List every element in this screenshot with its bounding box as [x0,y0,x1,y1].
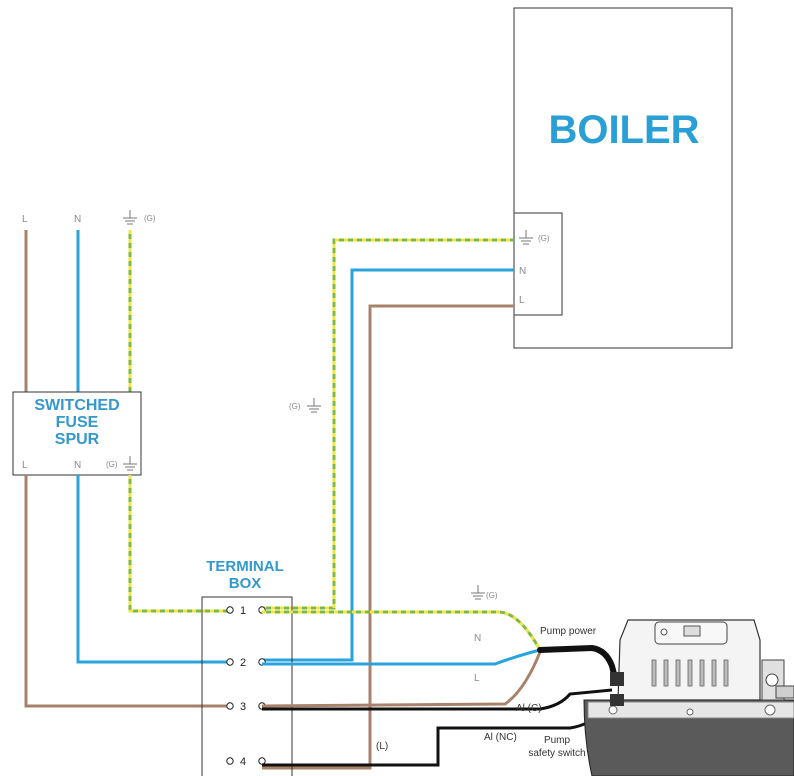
al-nc-label: Al (NC) [484,732,517,743]
mid-earth-icon [307,398,321,413]
safety-switch-label-1: Pump [544,735,571,746]
fuse-spur-box [12,391,142,476]
boiler-neutral-wire [262,268,514,662]
mid-earth-label: (G) [289,402,301,411]
supply-live-label: L [22,214,28,225]
terminal-3: 3 [226,701,266,713]
fuse-spur-title-3: SPUR [55,431,100,448]
safety-switch-c-wire [262,688,613,711]
pump-power-label: Pump power [540,626,597,637]
terminal-4: 4 [226,756,266,768]
terminal-box-title-2: BOX [229,575,262,592]
boiler-live-cable-label: (L) [376,741,388,752]
pump-neutral-label: N [474,633,481,644]
pump-live-label: L [474,673,480,684]
boiler-live-wire [262,304,514,770]
safety-switch-label-2: safety switch [528,748,585,759]
boiler-earth-icon [519,230,533,245]
fuse-spur-live-label: L [22,460,28,471]
boiler-earth-wire-stripe [262,238,514,610]
pump-earth-wire-stripe [262,610,542,651]
supply-earth-label: (G) [144,214,156,223]
terminal-1: 1 [226,605,266,617]
pump-earth-icon [471,585,485,600]
fuse-spur-title-2: FUSE [56,414,99,431]
pump-live-wire [261,651,542,708]
boiler-live-label: L [519,295,525,306]
fuse-spur-earth-label: (G) [106,460,118,469]
fuse-spur-neutral-label: N [74,460,81,471]
boiler-terminal-block [513,212,563,316]
fuse-spur-earth-icon [123,456,137,471]
boiler-title: BOILER [548,108,699,152]
terminal-1-number: 1 [240,605,246,617]
spur-earth-wire-stripe [128,475,228,613]
pump-earth-wire [262,610,542,651]
boiler-neutral-label: N [519,266,526,277]
terminal-3-number: 3 [240,701,246,713]
supply-neutral-label: N [74,214,81,225]
fuse-spur-title-1: SWITCHED [34,397,119,414]
terminal-4-number: 4 [240,756,246,768]
terminal-box-title-1: TERMINAL [206,558,284,575]
terminal-2-number: 2 [240,657,246,669]
terminal-2: 2 [226,657,266,669]
condensate-pump-image [583,619,794,776]
boiler-earth-label: (G) [538,234,550,243]
al-c-label: Al (C) [516,703,542,714]
terminal-box-outline [201,596,293,776]
pump-power-cable [537,644,619,685]
spur-live-wire [24,475,228,708]
boiler-earth-wire [262,238,514,610]
supply-earth-icon [123,210,137,225]
spur-neutral-wire [76,475,228,664]
spur-earth-wire [128,475,228,613]
pump-neutral-wire [262,648,541,666]
pump-earth-label: (G) [486,591,498,600]
